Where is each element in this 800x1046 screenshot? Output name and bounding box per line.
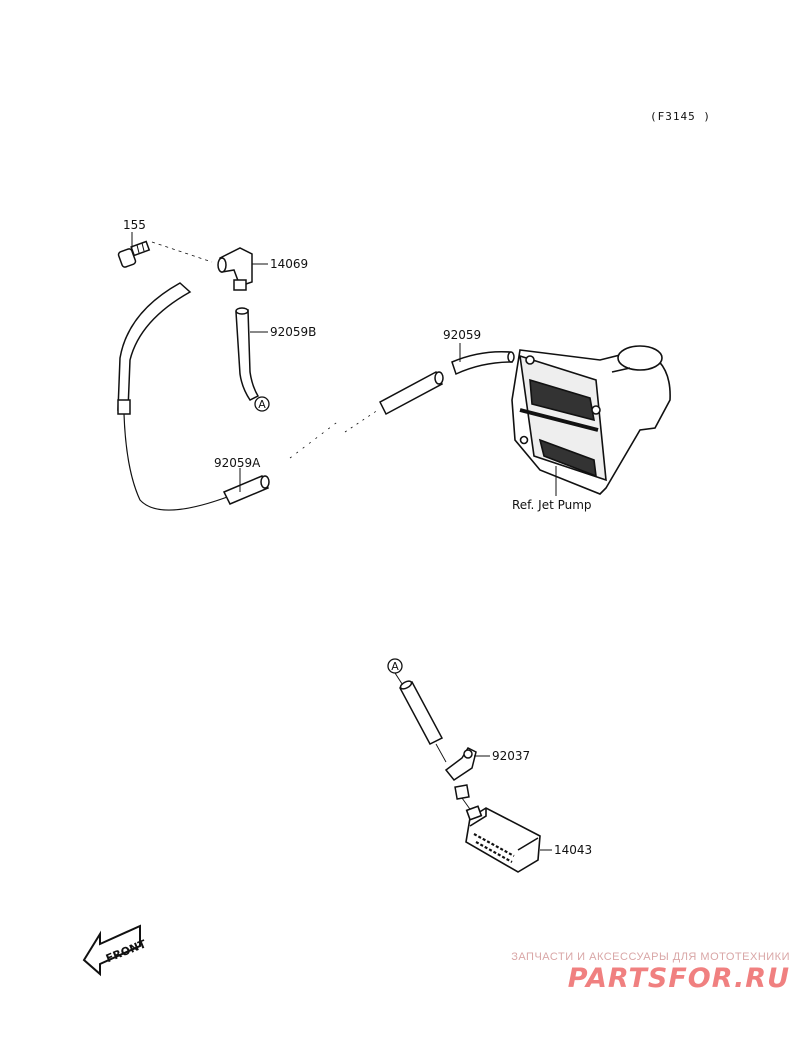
ref-jet-pump-label: Ref. Jet Pump — [512, 498, 592, 512]
part-92059-hose — [451, 350, 515, 376]
part-long-hose — [117, 282, 231, 511]
part-label-92059: 92059 — [443, 328, 481, 342]
assembly-dash-92059a — [289, 419, 341, 459]
part-92059-hose-segment — [379, 370, 444, 416]
part-92059a-hose — [222, 475, 270, 505]
part-label-92059a: 92059A — [214, 456, 261, 470]
watermark-brand: PARTSFOR.RU — [567, 963, 790, 994]
part-label-92059b: 92059B — [270, 325, 316, 339]
part-155-bolt — [117, 240, 151, 268]
part-92059b-hose — [235, 307, 260, 401]
watermark-tagline: ЗАПЧАСТИ И АКСЕССУАРЫ ДЛЯ МОТОТЕХНИКИ — [511, 951, 790, 963]
part-14043-filter-box — [465, 805, 541, 873]
jet-pump-housing — [511, 345, 671, 495]
part-92037-clamp — [444, 747, 477, 782]
part-lower-hose — [398, 680, 444, 745]
part-label-14069: 14069 — [270, 257, 308, 271]
diagram-code: (F3145 ) — [650, 110, 711, 123]
part-label-92037: 92037 — [492, 749, 530, 763]
assembly-line-lower — [435, 743, 447, 763]
svg-text:A: A — [391, 660, 399, 673]
front-direction-arrow: FRONT — [82, 924, 148, 977]
connector-marker-a-top: A — [254, 396, 270, 412]
part-14069-elbow-fitting — [217, 247, 253, 291]
connector-marker-a-bottom: A — [387, 658, 403, 674]
part-label-14043: 14043 — [554, 843, 592, 857]
assembly-dash-155 — [151, 241, 213, 263]
part-label-155: 155 — [123, 218, 146, 232]
assembly-dash-92059 — [344, 409, 379, 433]
svg-text:A: A — [258, 398, 266, 411]
part-small-fitting — [454, 784, 470, 800]
